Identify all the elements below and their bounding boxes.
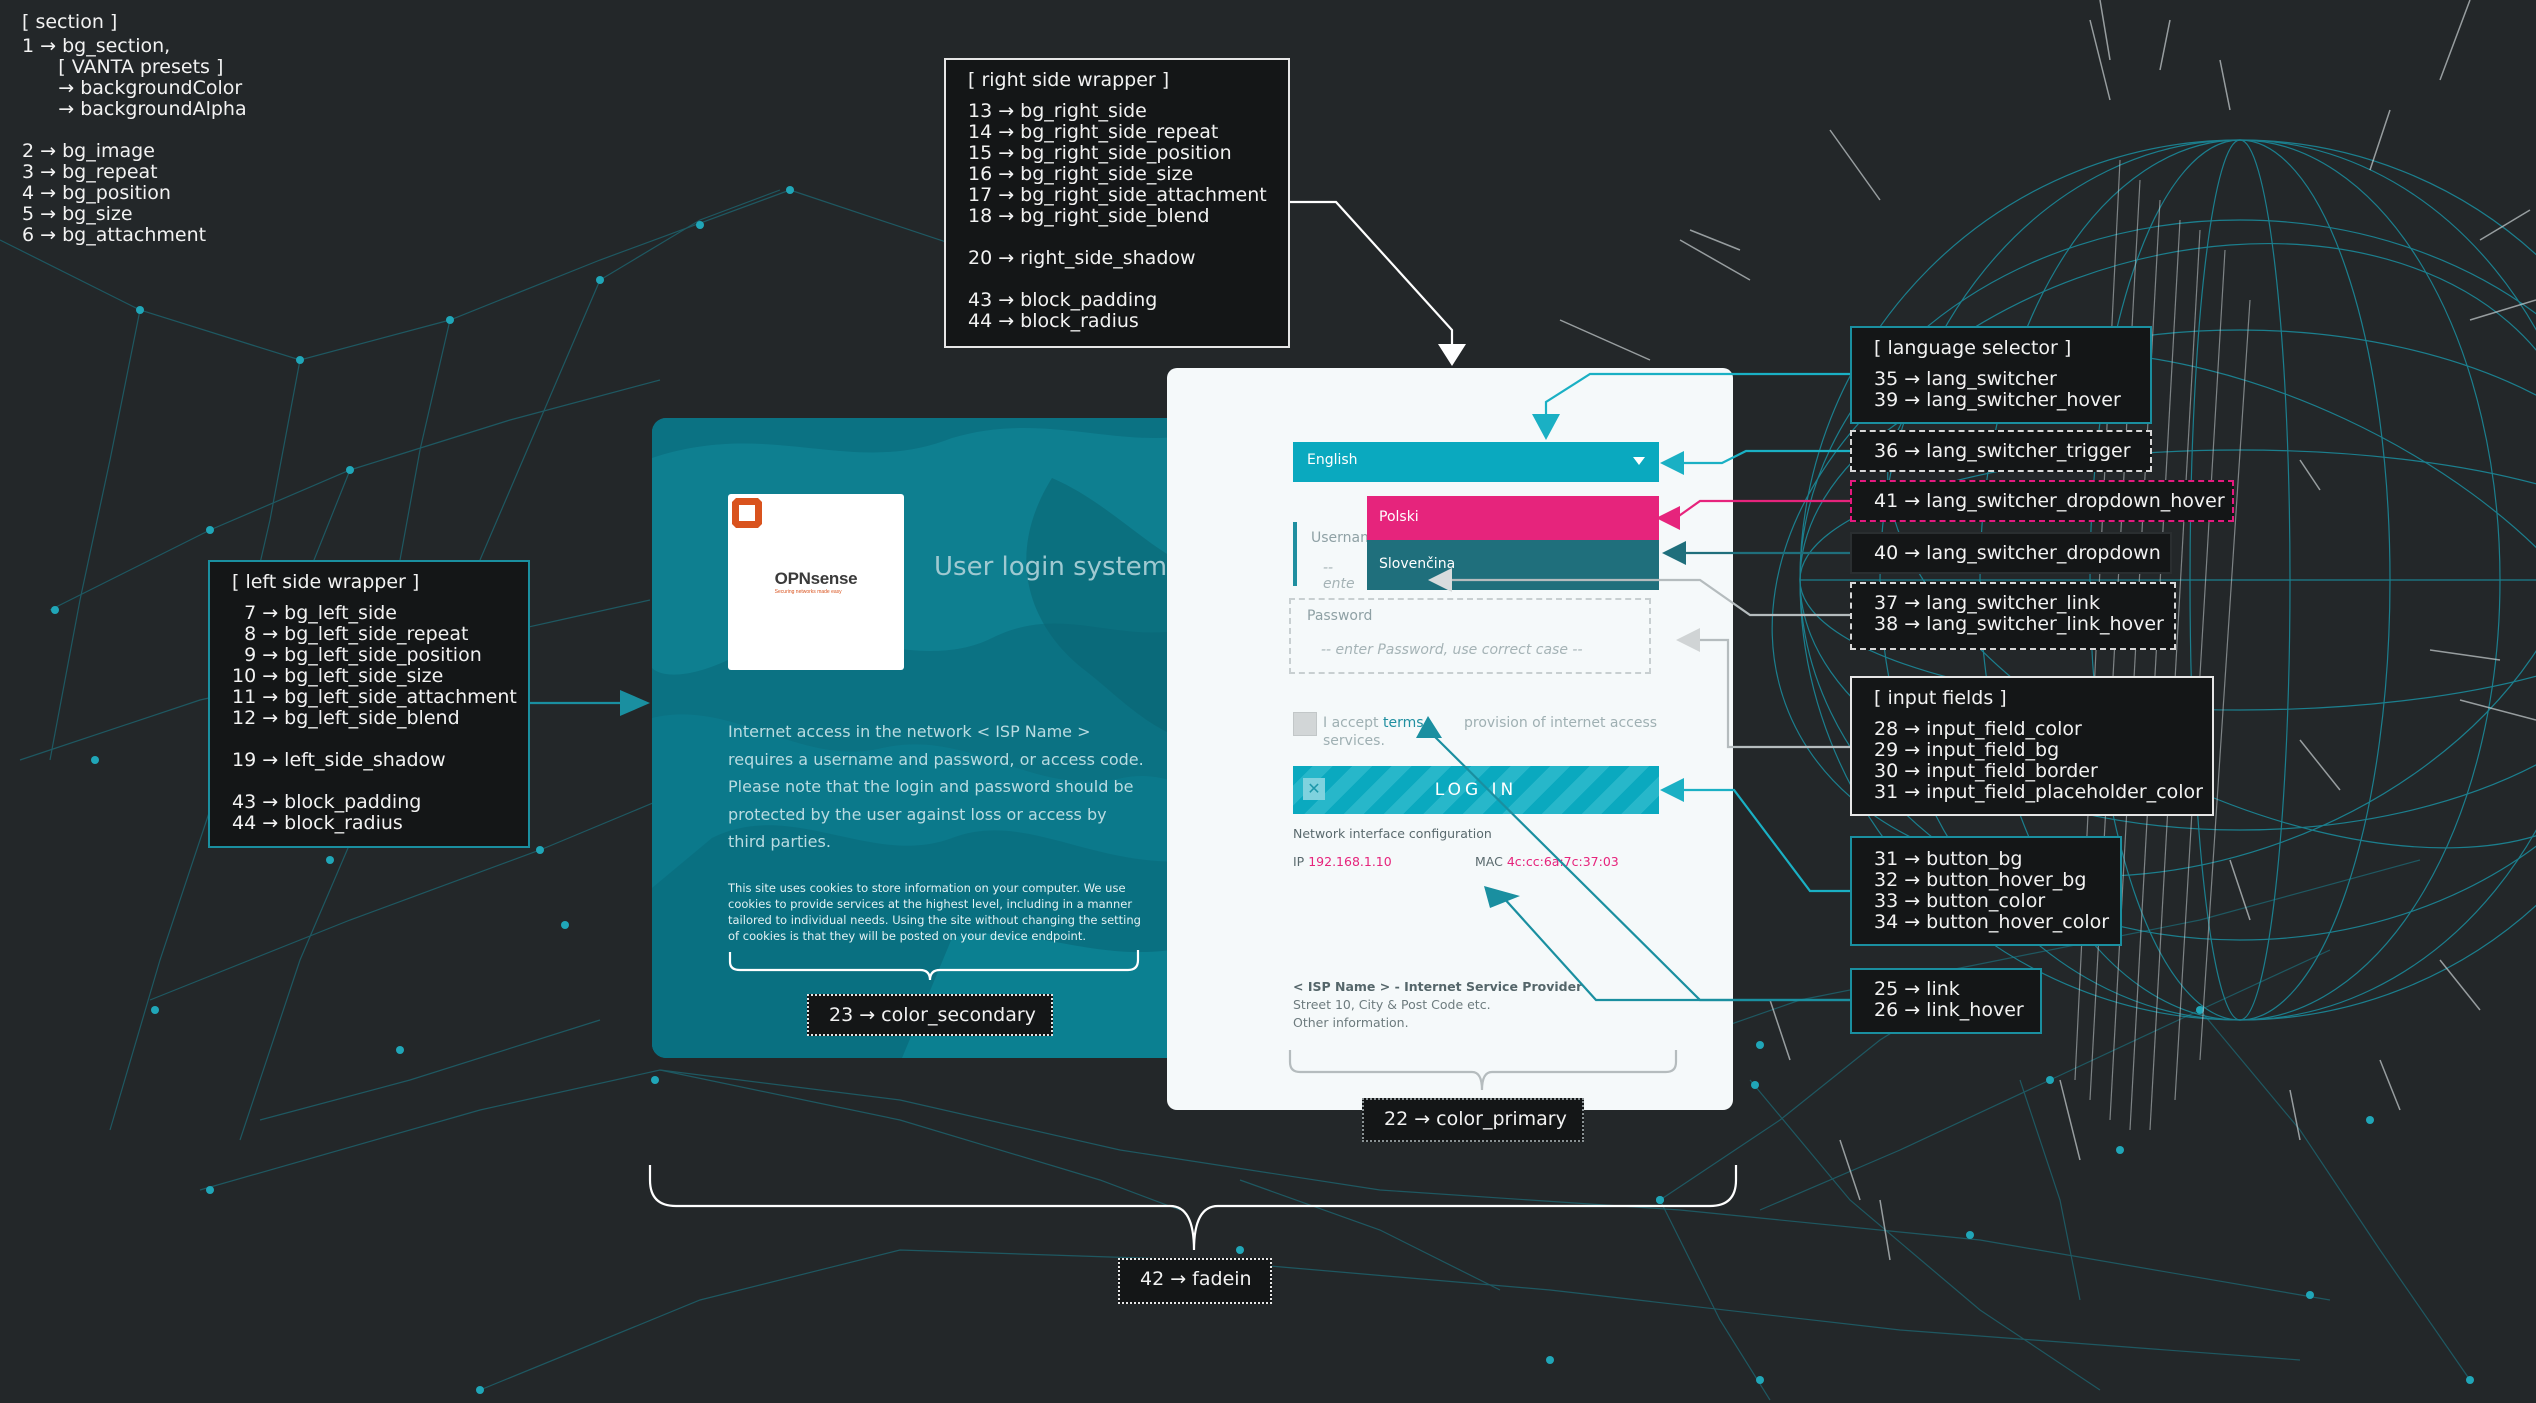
- section-note-title: [ section ]: [22, 11, 118, 33]
- right-side-wrapper-note: [ right side wrapper ] 13 → bg_right_sid…: [944, 58, 1290, 348]
- close-icon: ✕: [1303, 778, 1325, 800]
- username-field[interactable]: Usernam -- ente: [1293, 522, 1374, 592]
- link-note: 25 → link 26 → link_hover: [1850, 968, 2042, 1034]
- right-side-wrapper-lines: 13 → bg_right_side 14 → bg_right_side_re…: [968, 100, 1267, 332]
- lang-switcher-trigger-note: 36 → lang_switcher_trigger: [1850, 430, 2152, 472]
- lang-switcher-dropdown: Polski Slovenčina: [1367, 496, 1659, 590]
- ip-row: IP 192.168.1.10: [1293, 854, 1392, 869]
- lang-dropdown-note: 40 → lang_switcher_dropdown: [1850, 532, 2172, 574]
- password-placeholder: -- enter Password, use correct case --: [1321, 642, 1583, 658]
- left-card-waves: [652, 418, 1218, 1058]
- left-side-wrapper-card: OPNsense Securing networks made easy Use…: [652, 418, 1218, 1058]
- lang-dropdown-hover-note-text: 41 → lang_switcher_dropdown_hover: [1874, 490, 2225, 512]
- left-side-wrapper-note: [ left side wrapper ] 7 → bg_left_side 8…: [208, 560, 530, 848]
- lang-dropdown-hover-note: 41 → lang_switcher_dropdown_hover: [1850, 480, 2234, 522]
- chevron-down-icon: [1633, 457, 1645, 465]
- color-secondary-label: 23 → color_secondary: [807, 994, 1053, 1036]
- isp-name: < ISP Name > - Internet Service Provider: [1293, 979, 1583, 994]
- section-note-lines: 1 → bg_section, [ VANTA presets ] → back…: [22, 35, 247, 246]
- isp-other: Other information.: [1293, 1015, 1409, 1030]
- network-config-title: Network interface configuration: [1293, 826, 1492, 841]
- lang-option-polski[interactable]: Polski: [1367, 496, 1659, 540]
- button-note-text: 31 → button_bg 32 → button_hover_bg 33 →…: [1874, 848, 2110, 933]
- username-label: Usernam: [1311, 530, 1374, 546]
- isp-info: < ISP Name > - Internet Service Provider…: [1293, 978, 1613, 1032]
- input-fields-note: [ input fields ] 28 → input_field_color …: [1850, 676, 2214, 816]
- lang-switcher-trigger[interactable]: English: [1293, 442, 1659, 482]
- color-primary-label: 22 → color_primary: [1362, 1098, 1584, 1142]
- opnsense-logo-tagline: Securing networks made easy: [774, 589, 842, 595]
- link-note-text: 25 → link 26 → link_hover: [1874, 978, 2024, 1021]
- password-label: Password: [1307, 608, 1373, 624]
- left-intro-text: Internet access in the network < ISP Nam…: [728, 722, 1144, 851]
- opnsense-logo: OPNsense Securing networks made easy: [728, 494, 904, 670]
- isp-address: Street 10, City & Post Code etc.: [1293, 997, 1491, 1012]
- mac-value: 4c:cc:6a:7c:37:03: [1506, 854, 1619, 869]
- lang-switcher-link-note: 37 → lang_switcher_link 38 → lang_switch…: [1850, 582, 2176, 650]
- lang-switcher-trigger-note-text: 36 → lang_switcher_trigger: [1874, 440, 2131, 462]
- input-fields-lines: 28 → input_field_color 29 → input_field_…: [1874, 718, 2203, 803]
- input-fields-title: [ input fields ]: [1874, 687, 2007, 709]
- opnsense-logo-icon: [732, 498, 762, 528]
- accept-prefix: I accept: [1323, 715, 1379, 731]
- login-button[interactable]: ✕ LOG IN: [1293, 766, 1659, 814]
- accept-suffix: provision of internet access services.: [1323, 715, 1658, 749]
- opnsense-logo-text: OPNsense: [774, 569, 858, 588]
- ip-value: 192.168.1.10: [1308, 854, 1392, 869]
- button-note: 31 → button_bg 32 → button_hover_bg 33 →…: [1850, 836, 2122, 946]
- accept-terms-text: I accept terms provision of internet acc…: [1323, 714, 1683, 750]
- lang-dropdown-note-text: 40 → lang_switcher_dropdown: [1874, 542, 2161, 564]
- fadein-label: 42 → fadein: [1118, 1258, 1272, 1304]
- terms-link[interactable]: terms: [1383, 715, 1424, 731]
- ip-label: IP: [1293, 854, 1305, 869]
- language-selector-note: [ language selector ] 35 → lang_switcher…: [1850, 326, 2152, 424]
- section-note: [ section ] 1 → bg_section, [ VANTA pres…: [22, 12, 247, 246]
- mac-label: MAC: [1475, 854, 1503, 869]
- language-selector-lines: 35 → lang_switcher 39 → lang_switcher_ho…: [1874, 368, 2121, 411]
- right-side-wrapper-title: [ right side wrapper ]: [968, 69, 1170, 91]
- login-title: User login system: [934, 552, 1168, 582]
- left-side-wrapper-title: [ left side wrapper ]: [232, 571, 420, 593]
- language-selector-title: [ language selector ]: [1874, 337, 2072, 359]
- lang-switcher-link-note-text: 37 → lang_switcher_link 38 → lang_switch…: [1874, 592, 2164, 635]
- password-field[interactable]: Password -- enter Password, use correct …: [1289, 598, 1651, 674]
- left-side-wrapper-lines: 7 → bg_left_side 8 → bg_left_side_repeat…: [232, 602, 517, 834]
- lang-option-slovencina[interactable]: Slovenčina: [1379, 556, 1456, 572]
- lang-selected: English: [1307, 452, 1358, 468]
- mac-row: MAC 4c:cc:6a:7c:37:03: [1475, 854, 1619, 869]
- accept-terms-row: I accept terms provision of internet acc…: [1293, 712, 1673, 752]
- right-side-wrapper-card: English Usernam -- ente Polski Slovenčin…: [1167, 368, 1733, 1110]
- accept-terms-checkbox[interactable]: [1293, 712, 1317, 736]
- cookie-notice: This site uses cookies to store informat…: [728, 881, 1141, 943]
- username-placeholder: -- ente: [1323, 560, 1355, 592]
